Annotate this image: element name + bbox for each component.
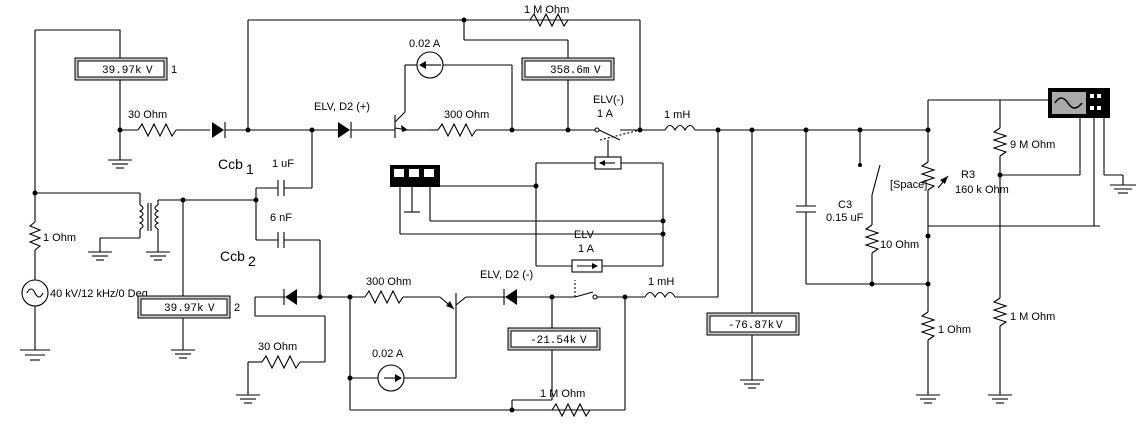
c3-name: C3 — [838, 199, 852, 211]
r-in2-label: 30 Ohm — [258, 341, 297, 353]
space-key-label: [Space] — [890, 179, 927, 191]
elv-switch-label: ELV — [574, 229, 595, 241]
ccb1-value: 1 uF — [272, 158, 294, 170]
source-section — [20, 29, 141, 361]
elv-neg-switch-current: 1 A — [597, 108, 614, 120]
ccb2-sub: 2 — [248, 253, 256, 269]
diode-bottom-icon — [285, 289, 297, 305]
ccb2-value: 6 nF — [270, 212, 292, 224]
voltmeter-2-unit: V — [208, 303, 215, 315]
voltmeter-3-value: 358.6m — [550, 65, 590, 77]
voltmeter-2-index: 2 — [234, 302, 240, 314]
voltmeter-1: 39.97k V — [74, 57, 168, 81]
transistor-bottom-icon — [439, 293, 505, 378]
c3-value: 0.15 uF — [826, 212, 864, 224]
voltmeter-4: -21.54k V — [507, 327, 601, 351]
ac-source-icon — [21, 279, 49, 307]
ind-bottom-label: 1 mH — [648, 276, 674, 288]
transformer-icon — [88, 199, 258, 261]
source-label: 40 kV/12 kHz/0 Deg — [50, 288, 148, 300]
diode-d2-pos-icon — [338, 122, 350, 138]
elv-switch-current: 1 A — [578, 243, 595, 255]
voltmeter-3: 358.6m V — [521, 57, 615, 81]
voltmeter-1-unit: V — [146, 65, 153, 77]
voltmeter-1-value: 39.97k — [102, 65, 142, 77]
voltmeter-2-value: 39.97k — [164, 303, 204, 315]
voltmeter-5: -76.87k V — [706, 312, 800, 336]
r-source-label: 1 Ohm — [43, 232, 76, 244]
voltmeter-2: 39.97k V — [137, 295, 231, 319]
d2-neg-label: ELV, D2 (-) — [480, 269, 533, 281]
ind-top-label: 1 mH — [664, 109, 690, 121]
ccb1-main: Ccb — [218, 156, 243, 172]
r-in-label: 30 Ohm — [128, 109, 167, 121]
isrc-top-label: 0.02 A — [409, 38, 441, 50]
voltmeter-4-value: -21.54k — [530, 335, 577, 347]
r-1m-right-label: 1 M Ohm — [1010, 311, 1055, 323]
r-10-label: 10 Ohm — [880, 239, 919, 251]
ccb1-sub: 1 — [246, 161, 254, 177]
voltmeter-3-unit: V — [594, 65, 601, 77]
r-feedback-top-label: 1 M Ohm — [524, 4, 569, 16]
r-9m-label: 9 M Ohm — [1010, 139, 1055, 151]
r-1-bottom-label: 1 Ohm — [938, 324, 971, 336]
voltmeter-4-unit: V — [580, 335, 587, 347]
diode-icon — [212, 122, 224, 138]
ccb2-main: Ccb — [220, 248, 245, 264]
r3-name: R3 — [961, 169, 975, 181]
r-300-bottom-label: 300 Ohm — [366, 276, 411, 288]
r3-value: 160 k Ohm — [955, 184, 1009, 196]
inductor-top-icon — [664, 124, 696, 132]
voltmeter-5-unit: V — [776, 320, 783, 332]
transistor-top-icon — [394, 65, 430, 138]
voltmeter-5-value: -76.87k — [728, 320, 775, 332]
oscilloscope-right-icon — [1048, 88, 1110, 118]
r-300-top-label: 300 Ohm — [444, 109, 489, 121]
oscilloscope-small-icon — [390, 165, 440, 187]
d2-pos-label: ELV, D2 (+) — [314, 101, 370, 113]
isrc-bottom-label: 0.02 A — [372, 348, 404, 360]
inductor-bottom-icon — [644, 291, 676, 299]
r-feedback-bottom-label: 1 M Ohm — [540, 388, 585, 400]
elv-neg-switch-label: ELV(-) — [593, 94, 624, 106]
diode-d2-neg-icon — [505, 289, 517, 305]
voltmeter-1-index: 1 — [171, 64, 177, 76]
